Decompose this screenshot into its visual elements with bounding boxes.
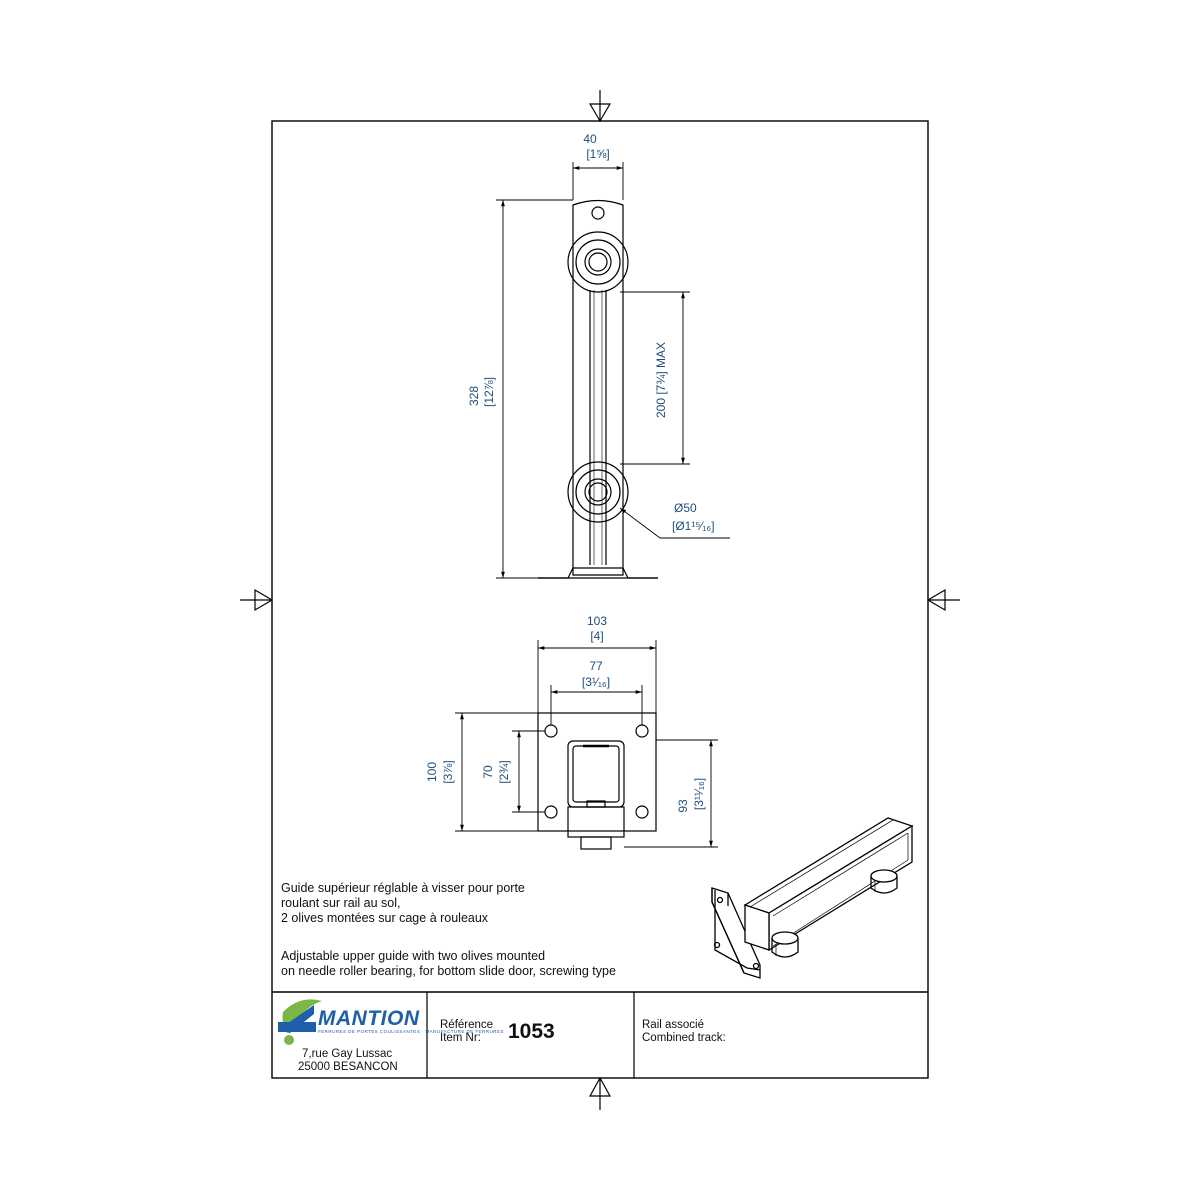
centering-mark-right [926,588,960,612]
dim-plate-width: 103 [587,614,607,628]
dim-top-width: 40 [583,132,597,146]
top-view-dimensions [455,640,718,848]
dim-hole-spacing-x: 77 [589,659,603,673]
description-fr-line-1: Guide supérieur réglable à visser pour p… [281,881,525,895]
dim-plate-width-inch: [4] [590,629,603,643]
front-view [538,199,658,579]
dim-plate-height: 100 [425,762,439,782]
centering-mark-bottom [588,1076,612,1110]
address-line-2: 25000 BESANCON [298,1061,398,1073]
dim-height: 328 [467,386,481,406]
centering-mark-left [240,588,274,612]
top-view [537,712,657,850]
dim-depth: 93 [676,799,690,813]
dim-olive-diameter: Ø50 [674,501,697,515]
dim-olive-diameter-inch: [Ø1¹⁵⁄₁₆] [672,519,715,533]
description-fr-line-2: roulant sur rail au sol, [281,896,401,910]
dim-hole-spacing-x-inch: [3¹⁄₁₆] [582,675,610,689]
mantion-logo [278,999,322,1045]
sheet-border [271,120,929,1079]
dim-depth-inch: [3¹¹⁄₁₆] [692,778,706,810]
reference-label-en: Item Nr: [440,1032,481,1044]
rail-label-fr: Rail associé [642,1019,704,1031]
centering-mark-top [588,90,612,123]
dim-olive-spacing: 200 [7¾] MAX [654,342,668,418]
description-english: Adjustable upper guide with two olives m… [281,949,616,979]
description-en-line-2: on needle roller bearing, for bottom sli… [281,964,616,978]
company-name: MANTION [318,1007,420,1030]
isometric-view [711,817,914,979]
description-french: Guide supérieur réglable à visser pour p… [281,881,525,926]
company-tagline: FERRURES DE PORTES COULISSANTES · MANUFA… [318,1029,504,1034]
dim-plate-height-inch: [3⅞] [441,760,455,783]
front-view-dimensions [496,162,730,579]
address-line-1: 7,rue Gay Lussac [302,1048,393,1060]
reference-number: 1053 [508,1020,555,1043]
dim-top-width-inch: [1⅝] [586,147,609,161]
dim-hole-spacing-y: 70 [481,765,495,779]
description-en-line-1: Adjustable upper guide with two olives m… [281,949,546,963]
description-fr-line-3: 2 olives montées sur cage à rouleaux [281,911,489,925]
reference-label-fr: Référence [440,1019,494,1031]
rail-label-en: Combined track: [642,1032,726,1044]
dim-hole-spacing-y-inch: [2¾] [497,760,511,783]
dim-height-inch: [12⅞] [482,377,496,407]
